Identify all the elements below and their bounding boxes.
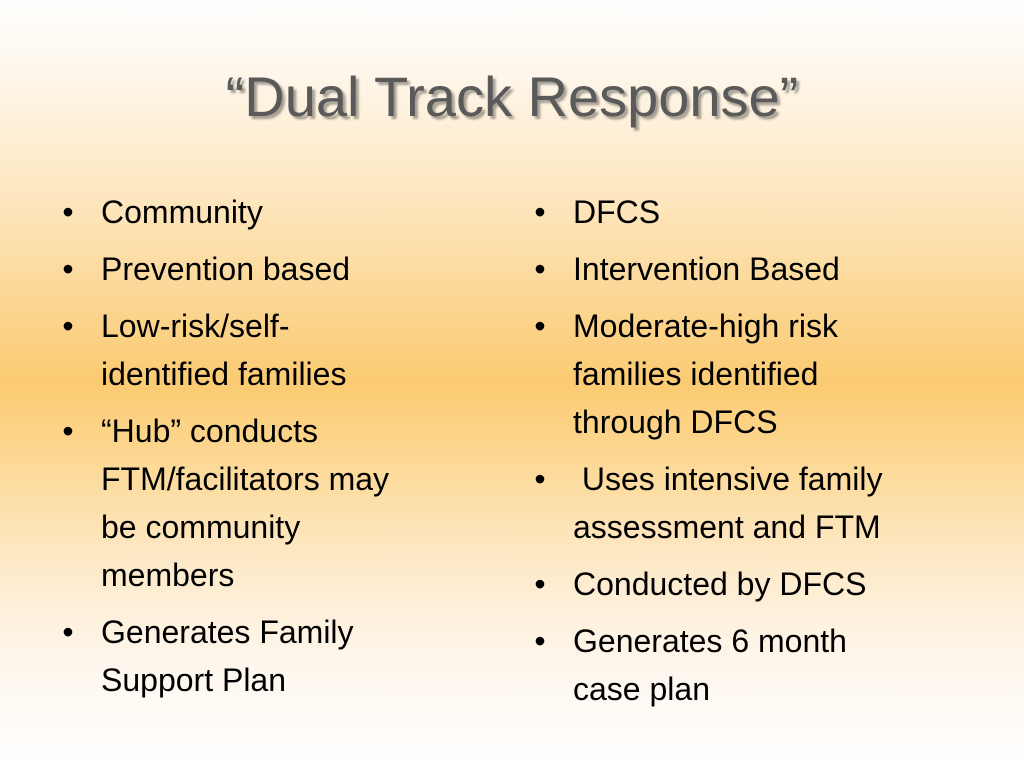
bullet-icon: •: [534, 566, 546, 602]
bullet-icon: •: [62, 194, 74, 230]
list-item: • Prevention based: [58, 245, 478, 293]
list-item: • Community: [58, 188, 478, 236]
bullet-icon: •: [534, 623, 546, 659]
list-item: • Uses intensive family assessment and F…: [530, 455, 970, 551]
list-item-text: Conducted by DFCS: [573, 566, 867, 602]
list-item-text: Low-risk/self- identified families: [101, 308, 347, 392]
list-item-text: Moderate-high risk families identified t…: [573, 308, 838, 440]
list-item-text: “Hub” conducts FTM/facilitators may be c…: [101, 413, 390, 593]
right-bullet-list: • DFCS • Intervention Based • Moderate-high…: [530, 188, 970, 722]
bullet-icon: •: [62, 308, 74, 344]
left-bullet-list: • Community • Prevention based • Low-risk/s…: [58, 188, 478, 713]
bullet-icon: •: [62, 413, 74, 449]
slide-title: “Dual Track Response”: [225, 65, 799, 128]
list-item-text: Prevention based: [101, 251, 351, 287]
list-item-text: Uses intensive family assessment and FTM: [573, 461, 883, 545]
list-item-text: Generates 6 month case plan: [573, 623, 847, 707]
bullet-icon: •: [534, 461, 546, 497]
list-item-text: Intervention Based: [573, 251, 840, 287]
list-item-text: Generates Family Support Plan: [101, 614, 354, 698]
list-item: • Moderate-high risk families identified …: [530, 302, 970, 446]
bullet-icon: •: [62, 614, 74, 650]
list-item: • “Hub” conducts FTM/facilitators may be …: [58, 407, 478, 599]
list-item: • Generates Family Support Plan: [58, 608, 478, 704]
list-item: • DFCS: [530, 188, 970, 236]
list-item: • Intervention Based: [530, 245, 970, 293]
bullet-icon: •: [534, 194, 546, 230]
bullet-icon: •: [62, 251, 74, 287]
list-item-text: Community: [101, 194, 263, 230]
list-item: • Generates 6 month case plan: [530, 617, 970, 713]
bullet-icon: •: [534, 251, 546, 287]
list-item: • Low-risk/self- identified families: [58, 302, 478, 398]
list-item-text: DFCS: [573, 194, 661, 230]
bullet-icon: •: [534, 308, 546, 344]
list-item: • Conducted by DFCS: [530, 560, 970, 608]
